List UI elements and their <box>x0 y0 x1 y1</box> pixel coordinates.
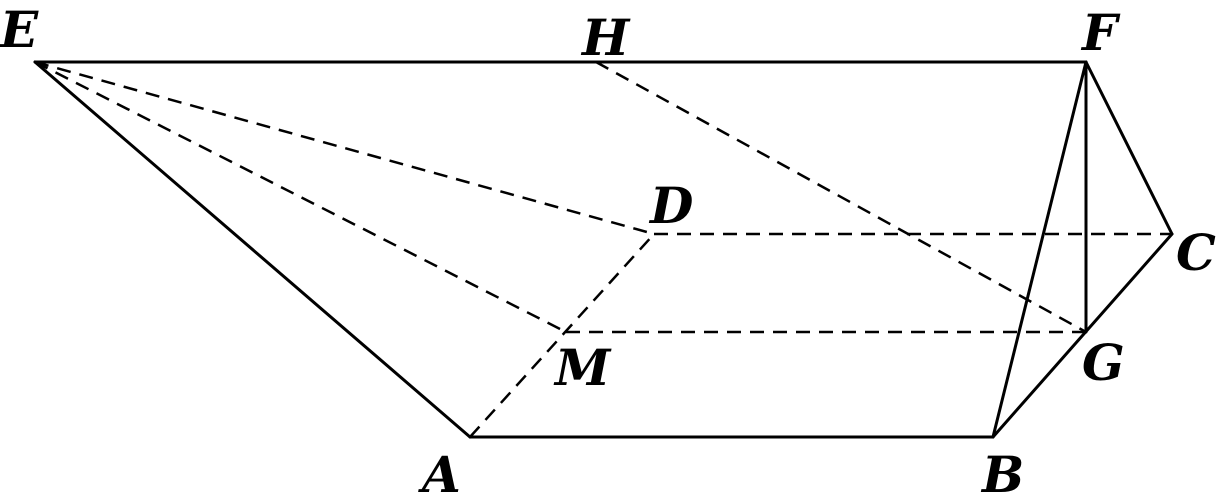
label-D: D <box>648 176 693 235</box>
edge-ED <box>34 60 655 236</box>
edge-FC <box>1084 60 1174 236</box>
edge-EA <box>33 60 472 439</box>
edge-EM <box>34 60 567 334</box>
label-G: G <box>1082 333 1125 392</box>
label-E: E <box>0 0 39 59</box>
label-H: H <box>580 8 631 67</box>
edge-HG <box>595 60 1087 334</box>
label-C: C <box>1176 223 1216 282</box>
label-A: A <box>418 445 461 495</box>
label-M: M <box>553 338 612 397</box>
edge-BC <box>991 232 1174 439</box>
label-F: F <box>1080 3 1121 62</box>
edge-AD <box>469 233 655 438</box>
edge-BF <box>991 60 1088 439</box>
label-B: B <box>980 445 1024 495</box>
